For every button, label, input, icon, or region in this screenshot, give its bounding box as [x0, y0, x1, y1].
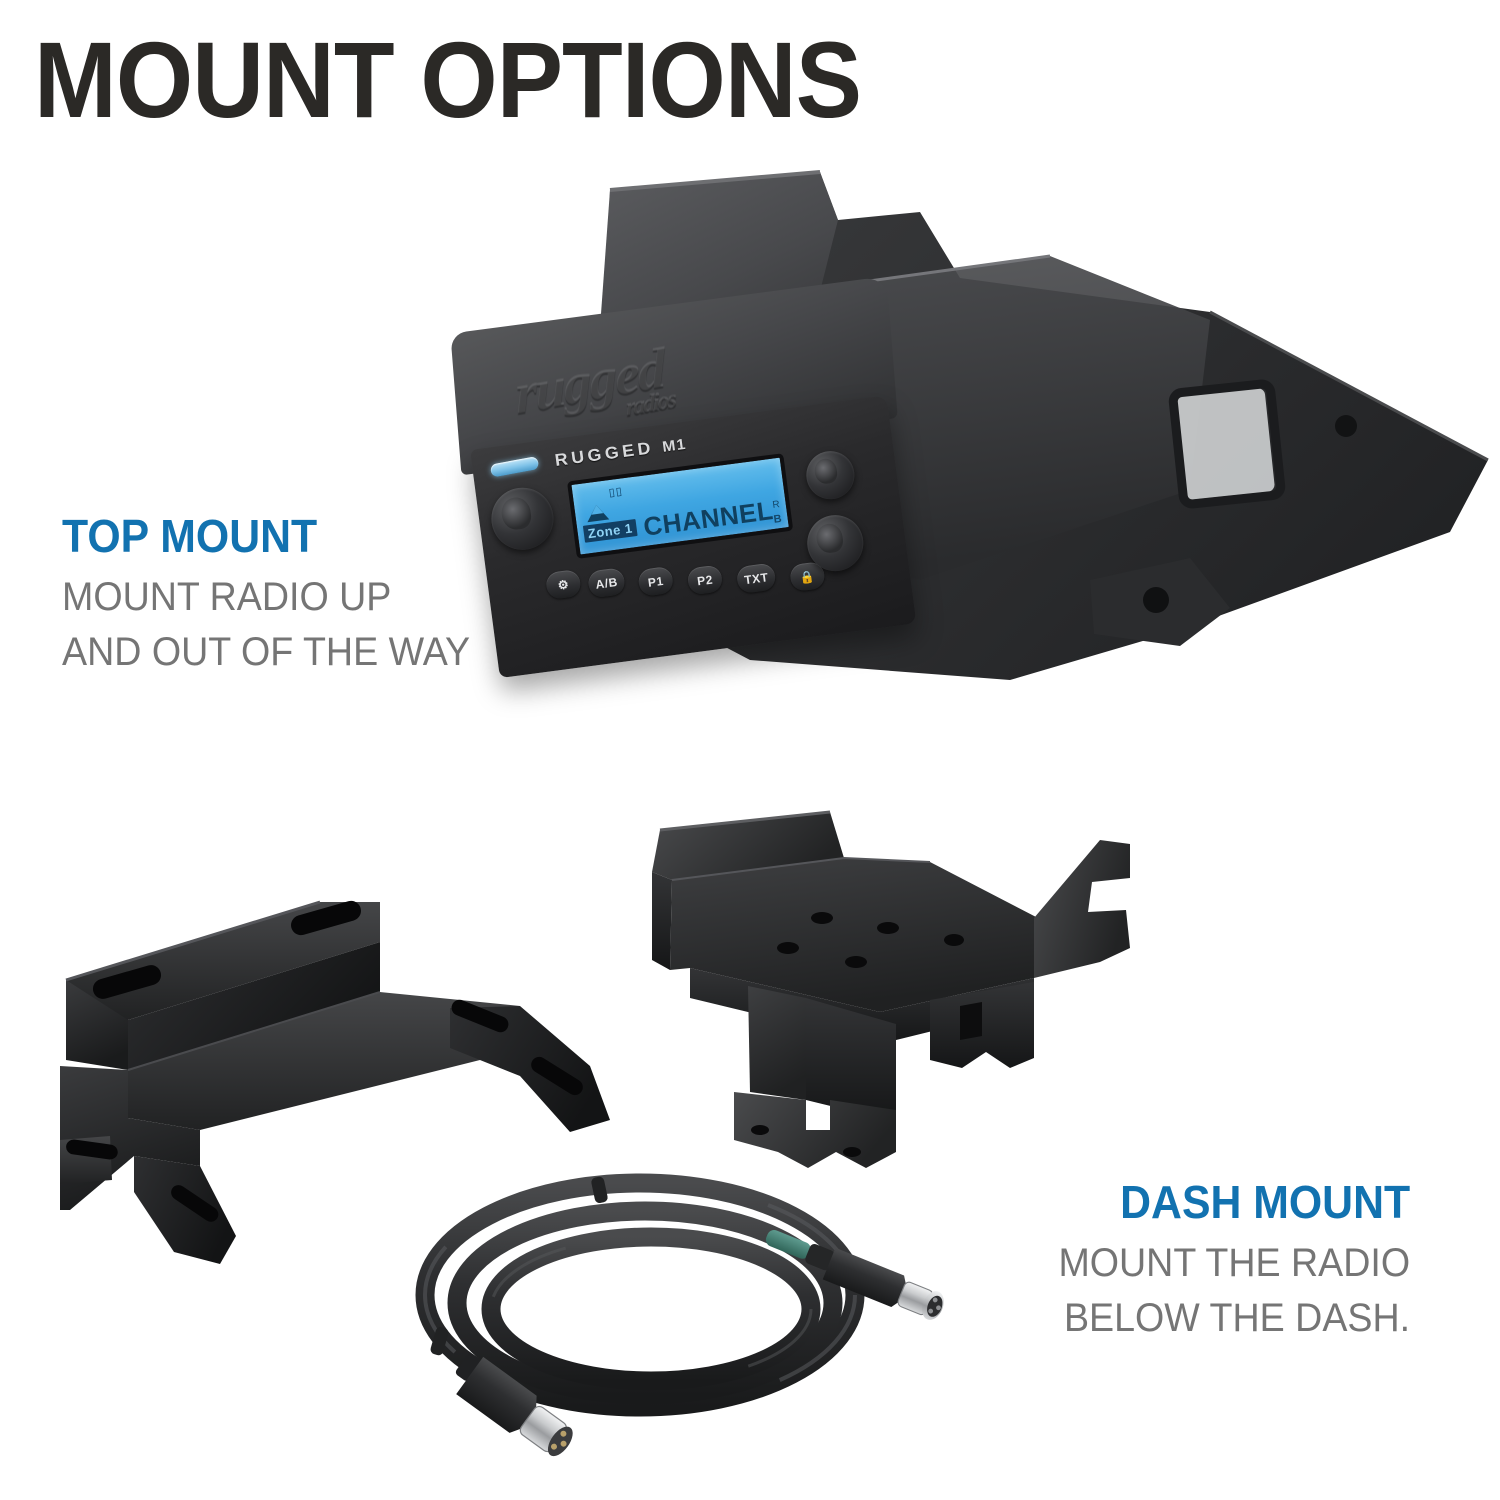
top-mount-line-1: MOUNT RADIO UP — [62, 575, 392, 620]
radio-lcd-display: ▯▯ Zone 1 CHANNEL R B — [566, 453, 794, 559]
dash-mount-line-1: MOUNT THE RADIO — [1058, 1241, 1410, 1286]
page-title: MOUNT OPTIONS — [34, 19, 862, 140]
dash-mount-heading: DASH MOUNT — [1120, 1176, 1410, 1228]
radio-connection-cable — [355, 1145, 995, 1485]
dash-mount-caption: DASH MOUNT MOUNT THE RADIO BELOW THE DAS… — [1036, 1178, 1410, 1347]
rugged-m1-radio: rugged radios RUGGED M1 ▯▯ Zone 1 CHANNE… — [450, 276, 917, 679]
dash-mount-bracket — [630, 800, 1150, 1200]
p1-button[interactable]: P1 — [637, 565, 675, 597]
top-mount-line-2: AND OUT OF THE WAY — [62, 630, 471, 675]
ab-button[interactable]: A/B — [586, 567, 627, 599]
menu-gear-button[interactable]: ⚙ — [544, 568, 582, 601]
top-mount-caption: TOP MOUNT MOUNT RADIO UP AND OUT OF THE … — [62, 512, 496, 681]
top-mount-heading: TOP MOUNT — [62, 510, 318, 562]
lcd-right-icon-top: R — [771, 499, 781, 511]
lcd-right-icon-bottom: B — [772, 512, 783, 526]
lcd-mountain-logo — [587, 504, 610, 523]
lcd-top-icon: ▯▯ — [608, 485, 624, 500]
dash-mount-line-2: BELOW THE DASH. — [1063, 1296, 1410, 1341]
top-mount-assembly-photo: rugged radios RUGGED M1 ▯▯ Zone 1 CHANNE… — [430, 150, 1490, 770]
side-mount-bracket — [50, 880, 630, 1280]
